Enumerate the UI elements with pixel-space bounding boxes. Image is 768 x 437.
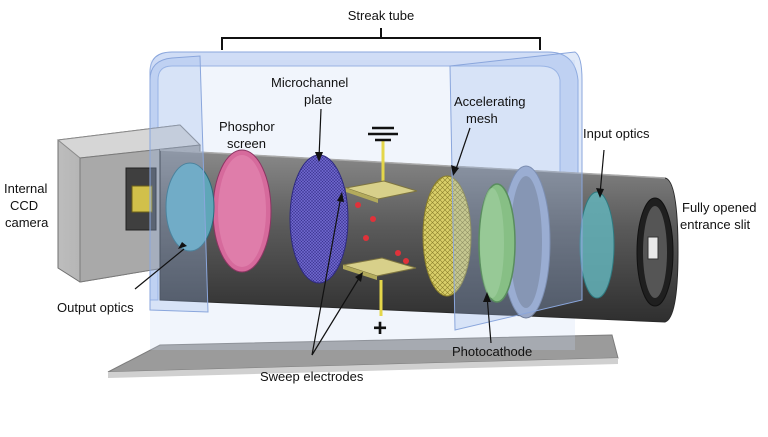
label-output-optics: Output optics <box>57 300 134 315</box>
label-ccd-line1: Internal <box>4 181 47 196</box>
label-phosphor-line1: Phosphor <box>219 119 275 134</box>
streak-tube-housing-back <box>149 51 579 301</box>
label-mesh-line1: Accelerating <box>454 94 526 109</box>
streak-tube-housing-left <box>149 55 209 313</box>
input-optics-lens <box>579 191 615 299</box>
label-slit-line1: Fully opened <box>682 200 756 215</box>
entrance-slit-cap <box>636 197 674 307</box>
label-plus-sign: + <box>373 315 387 342</box>
streak-tube-housing-front <box>449 51 583 331</box>
electron-dots <box>355 202 409 264</box>
label-mesh-line2: mesh <box>466 111 498 126</box>
label-streak-tube: Streak tube <box>348 8 415 23</box>
label-phosphor-line2: screen <box>227 136 266 151</box>
ground-symbol-icon <box>368 126 398 142</box>
streak-tube-bracket <box>221 28 541 50</box>
accelerating-mesh-disc <box>422 175 472 297</box>
output-optics-lens <box>165 162 215 252</box>
label-mcp-line2: plate <box>304 92 332 107</box>
label-slit-line2: entrance slit <box>680 217 750 232</box>
label-mcp-line1: Microchannel <box>271 75 348 90</box>
label-ccd-line3: camera <box>5 215 49 230</box>
leader-arrowheads <box>178 152 604 302</box>
leader-lines <box>134 108 605 356</box>
label-input-optics: Input optics <box>583 126 650 141</box>
label-ccd-line2: CCD <box>10 198 38 213</box>
label-sweep-electrodes: Sweep electrodes <box>260 369 364 384</box>
entrance-slit <box>647 236 659 260</box>
label-photocathode: Photocathode <box>452 344 532 359</box>
sweep-electrodes <box>342 140 418 316</box>
tube-flange <box>501 165 551 319</box>
microchannel-plate-disc <box>289 154 349 284</box>
ccd-sensor <box>131 185 153 213</box>
